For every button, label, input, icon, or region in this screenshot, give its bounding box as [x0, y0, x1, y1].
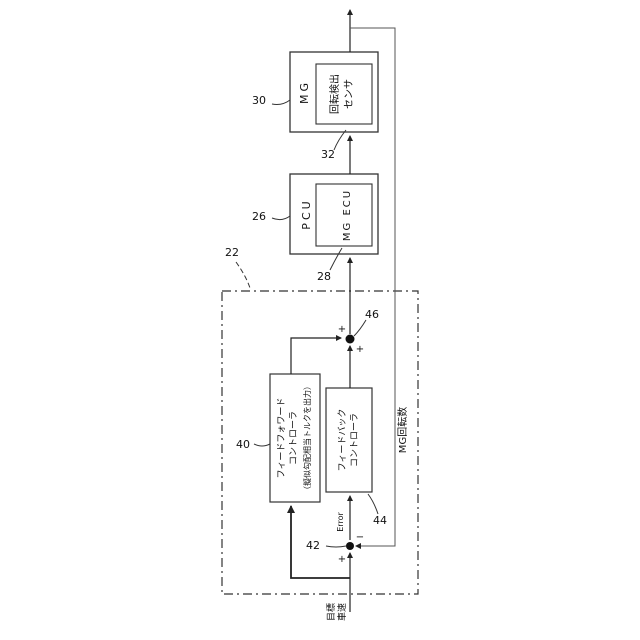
target-speed-label-2: 車速	[336, 603, 348, 621]
ref-32: 32	[321, 148, 335, 161]
rotation-sensor-label-2: センサ	[343, 79, 355, 109]
error-label: Error	[336, 512, 345, 532]
rotation-sensor-label-1: 回転検出	[328, 74, 341, 114]
feedback-label-1: フィードバック	[337, 409, 348, 472]
ref-44: 44	[373, 514, 387, 527]
pcu-title: PCU	[300, 198, 313, 229]
feedforward-output-line	[291, 338, 341, 374]
ref-30: 30	[252, 94, 266, 107]
leader-22	[236, 262, 250, 288]
input-sum-minus: −	[356, 532, 364, 543]
mg-title: MG	[298, 80, 311, 104]
output-sum-plus-b: +	[356, 344, 364, 355]
ref-42: 42	[306, 539, 320, 552]
leader-40	[254, 444, 270, 446]
leader-42	[326, 546, 346, 547]
leader-30	[272, 100, 290, 105]
input-sum-plus: +	[338, 554, 346, 565]
feedback-label-2: コントローラ	[349, 413, 360, 467]
ref-22: 22	[225, 246, 239, 259]
output-summing-junction	[346, 335, 355, 344]
leader-32	[334, 130, 346, 150]
mg-speed-label: MG回転数	[396, 407, 409, 453]
output-sum-plus-a: +	[338, 324, 346, 335]
target-speed-label-1: 目標	[325, 603, 337, 621]
input-summing-junction	[346, 542, 354, 550]
feedforward-label-3: （擬似勾配相当トルクを出力）	[302, 382, 312, 494]
mg-ecu-title: MG ECU	[342, 189, 353, 241]
ref-28: 28	[317, 270, 331, 283]
feedback-controller-block	[326, 388, 372, 492]
feedforward-label-1: フィードフォワード	[277, 398, 287, 479]
ref-40: 40	[236, 438, 250, 451]
leader-44	[368, 494, 378, 514]
feedforward-label-2: コントローラ	[288, 411, 299, 465]
leader-46	[354, 320, 366, 336]
leader-26	[272, 216, 290, 220]
ref-46: 46	[365, 308, 379, 321]
ref-26: 26	[252, 210, 266, 223]
